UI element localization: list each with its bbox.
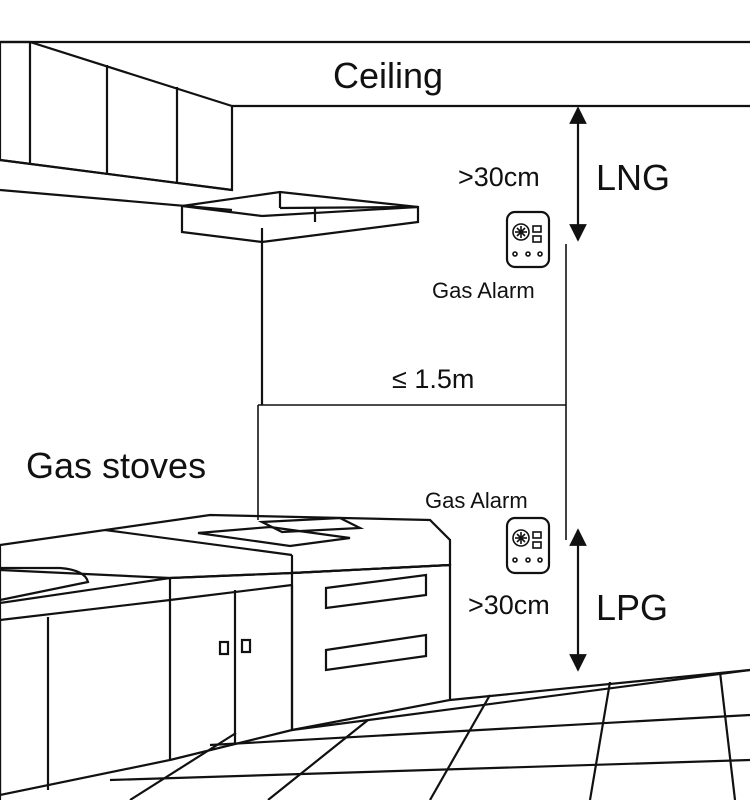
horizontal-distance-label: ≤ 1.5m bbox=[392, 364, 474, 394]
upper-cabinets bbox=[0, 40, 234, 212]
floor bbox=[109, 668, 750, 800]
lng-label: LNG bbox=[596, 157, 670, 198]
bottom-distance-label: >30cm bbox=[468, 590, 550, 620]
gas-stoves-label: Gas stoves bbox=[26, 445, 206, 486]
range-hood bbox=[180, 190, 420, 405]
gas-alarm-top-label: Gas Alarm bbox=[432, 278, 535, 303]
gas-alarm-bottom-label: Gas Alarm bbox=[425, 488, 528, 513]
gas-alarm-top-icon bbox=[505, 210, 551, 269]
room-structure bbox=[0, 40, 750, 108]
kitchen-counter bbox=[0, 513, 452, 800]
gas-alarm-bottom-icon bbox=[505, 516, 551, 575]
ceiling-label: Ceiling bbox=[333, 55, 443, 96]
top-distance-label: >30cm bbox=[458, 162, 540, 192]
lpg-label: LPG bbox=[596, 587, 668, 628]
